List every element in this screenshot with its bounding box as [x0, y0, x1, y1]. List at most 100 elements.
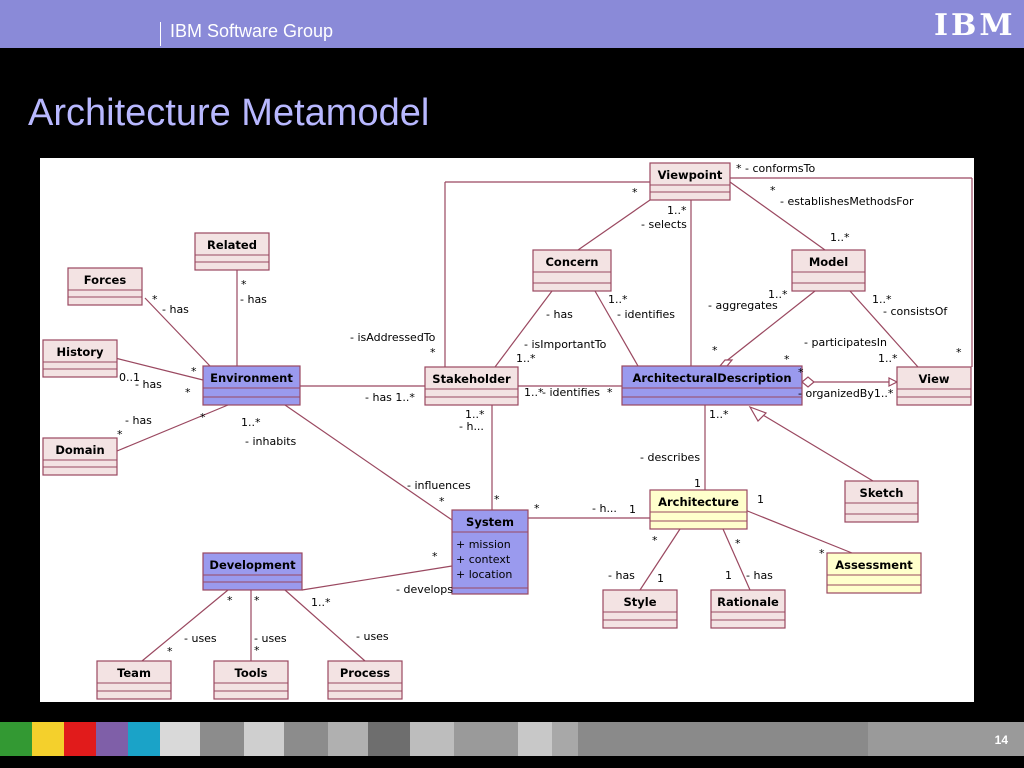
page-number: 14: [994, 733, 1008, 747]
label: - uses: [184, 632, 217, 645]
class-style: Style: [602, 589, 678, 629]
label: - h...: [459, 420, 484, 433]
label: 0..1: [119, 371, 140, 384]
footer-strip: [0, 722, 1024, 756]
line-development-process: [284, 589, 366, 662]
group-label: IBM Software Group: [170, 21, 334, 41]
line-archdesc-sketch: [757, 411, 874, 482]
line-concern-stakeholder: [494, 290, 553, 368]
class-process: Process: [327, 660, 403, 700]
label: *: [819, 547, 825, 560]
label: - develops: [396, 583, 453, 596]
class-box: [844, 480, 919, 523]
label: *: [191, 365, 197, 378]
class-related: Related: [194, 232, 270, 271]
class-rationale: Rationale: [710, 589, 786, 629]
class-box: [202, 552, 303, 591]
class-name: Concern: [545, 255, 598, 269]
label: - has: [608, 569, 635, 582]
class-stakeholder: Stakeholder: [424, 366, 519, 406]
label: *: [241, 278, 247, 291]
label: - has: [746, 569, 773, 582]
class-forces: Forces: [67, 267, 143, 306]
label: *: [735, 537, 741, 550]
class-box: [649, 162, 731, 201]
class-architecture: Architecture: [649, 489, 748, 530]
footer-color-block: [578, 722, 868, 756]
class-name: Stakeholder: [432, 372, 511, 386]
label: *: [770, 184, 776, 197]
footer-color-block: [96, 722, 128, 756]
label: - has: [240, 293, 267, 306]
line-model-archdesc: [719, 290, 816, 367]
label: - has 1..*: [365, 391, 415, 404]
line-viewpoint-concern: [577, 199, 651, 251]
label: - identifies: [542, 386, 600, 399]
label: *: [956, 346, 962, 359]
label: - uses: [254, 632, 287, 645]
class-box: [826, 552, 922, 594]
class-box: [202, 365, 301, 406]
label: 1: [657, 572, 664, 585]
label: - establishesMethodsFor: [780, 195, 914, 208]
class-name: Rationale: [717, 595, 779, 609]
label: *: [167, 645, 173, 658]
class-name: Environment: [210, 371, 293, 385]
label: * - conformsTo: [736, 162, 815, 175]
line-system-development: [301, 565, 453, 591]
label: - has: [125, 414, 152, 427]
label: 1: [694, 477, 701, 490]
label: 1..*: [241, 416, 261, 429]
class-name: Process: [340, 666, 390, 680]
line-history-environment: [114, 357, 204, 381]
footer-color-block: [244, 722, 284, 756]
header-divider: [160, 22, 161, 46]
label: *: [607, 386, 613, 399]
association-labels: * - conformsTo * * - establishesMethodsF…: [117, 162, 962, 658]
label: 1..*: [524, 386, 544, 399]
class-attribute: + mission: [456, 538, 511, 551]
class-name: Forces: [84, 273, 127, 287]
class-attribute: + location: [456, 568, 512, 581]
label: - consistsOf: [883, 305, 948, 318]
label: *: [254, 594, 260, 607]
class-box: [896, 366, 972, 406]
label: *: [117, 428, 123, 441]
label: - influences: [407, 479, 471, 492]
label: - has: [162, 303, 189, 316]
class-box: [451, 509, 529, 595]
class-viewpoint: Viewpoint: [649, 162, 731, 201]
line-architecture-assessment: [744, 509, 853, 554]
footer-color-block: [0, 722, 32, 756]
ibm-logo: IBM: [934, 8, 1013, 43]
aggregation-diamond-model: [718, 359, 734, 367]
footer-color-block: [328, 722, 368, 756]
class-name: Related: [207, 238, 257, 252]
class-name: System: [466, 515, 514, 529]
class-assessment: Assessment: [826, 552, 922, 594]
class-archdesc: ArchitecturalDescription: [621, 365, 803, 406]
label: *: [494, 493, 500, 506]
label: 1..*: [768, 288, 788, 301]
class-box: [602, 589, 678, 629]
label: 1..*: [608, 293, 628, 306]
label: - isImportantTo: [524, 338, 607, 351]
class-environment: Environment: [202, 365, 301, 406]
footer-color-block: [410, 722, 454, 756]
label: *: [712, 344, 718, 357]
class-name: Model: [809, 255, 848, 269]
label: 1..*: [311, 596, 331, 609]
association-lines: [114, 177, 973, 662]
class-name: Viewpoint: [658, 168, 723, 182]
line-environment-system: [284, 404, 453, 521]
line-model-view: [849, 290, 919, 368]
class-system: System+ mission+ context+ location: [451, 509, 529, 595]
header-bar: IBM Software Group IBM: [0, 0, 1024, 48]
label: 1..*: [709, 408, 729, 421]
label: *: [652, 534, 658, 547]
class-team: Team: [96, 660, 172, 700]
class-domain: Domain: [42, 437, 118, 476]
class-name: View: [918, 372, 949, 386]
label: - has: [546, 308, 573, 321]
